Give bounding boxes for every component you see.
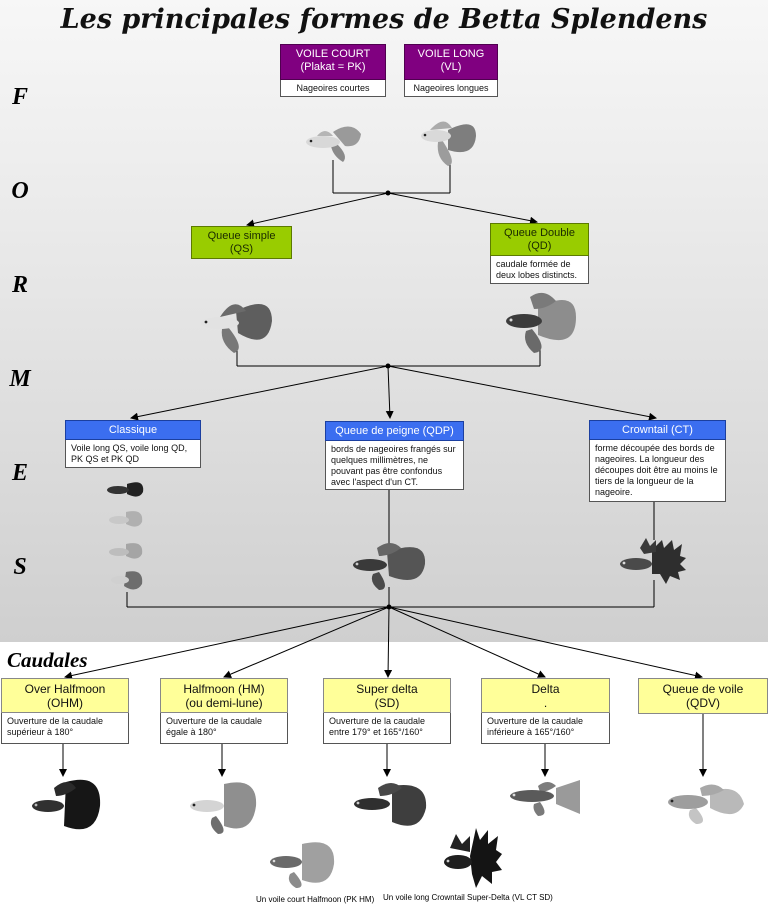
arrow-to-ohm	[64, 606, 390, 680]
betta-classique-3-icon	[109, 543, 143, 559]
sd-desc: Ouverture de la caudale entre 179° et 16…	[323, 713, 451, 744]
voile-long-desc: Nageoires longues	[404, 80, 498, 97]
caption-vl-ct-sd: Un voile long Crowntail Super-Delta (VL …	[383, 893, 553, 902]
upper-background	[0, 0, 768, 642]
arrow-to-delta	[388, 606, 546, 678]
betta-ohm-icon	[32, 779, 101, 830]
betta-peigne-icon	[353, 543, 426, 590]
caption-pk-hm: Un voile court Halfmoon (PK HM)	[256, 895, 375, 904]
queue-simple-header: Queue simple (QS)	[191, 226, 292, 259]
side-letter-f: F	[11, 84, 28, 110]
voile-long-header: VOILE LONG (VL)	[404, 44, 498, 80]
arrow-to-crowntail	[387, 365, 657, 421]
voile-court-desc: Nageoires courtes	[280, 80, 386, 97]
side-letter-o: O	[11, 178, 29, 204]
betta-qdv-icon	[668, 784, 744, 824]
betta-hm-icon	[190, 782, 257, 834]
hm-header: Halfmoon (HM) (ou demi-lune)	[160, 678, 288, 713]
crowntail-desc: forme découpée des bords de nageoires. L…	[589, 440, 726, 502]
betta-classique-4-icon	[111, 571, 143, 590]
betta-classique-1-icon	[107, 482, 144, 497]
ohm-desc: Ouverture de la caudale supérieur à 180°	[1, 713, 129, 744]
qdv-header: Queue de voile (QDV)	[638, 678, 768, 714]
peigne-desc: bords de nageoires frangés sur quelques …	[325, 441, 464, 490]
arrow-to-qs	[246, 192, 389, 228]
betta-classique-2-icon	[109, 511, 143, 527]
queue-double-header: Queue Double (QD)	[490, 223, 589, 256]
side-letter-s: S	[13, 554, 27, 580]
arrow-to-classique	[130, 365, 389, 421]
voile-court-header: VOILE COURT (Plakat = PK)	[280, 44, 386, 80]
betta-delta-icon	[510, 780, 580, 816]
side-letter-m: M	[9, 366, 31, 392]
delta-header: Delta .	[481, 678, 610, 713]
peigne-header: Queue de peigne (QDP)	[325, 421, 464, 441]
hm-desc: Ouverture de la caudale égale à 180°	[160, 713, 288, 744]
page-title: Les principales formes de Betta Splenden…	[60, 4, 708, 35]
betta-crowntail-icon	[620, 538, 686, 584]
betta-voile-long-icon	[421, 121, 476, 166]
arrow-to-peigne	[385, 365, 394, 419]
crowntail-header: Crowntail (CT)	[589, 420, 726, 440]
delta-desc: Ouverture de la caudale inférieure à 165…	[481, 713, 610, 744]
betta-plakat-icon	[306, 126, 361, 162]
caudales-label: Caudales	[7, 648, 88, 672]
side-letter-r: R	[11, 272, 28, 298]
queue-double-desc: caudale formée de deux lobes distincts.	[490, 256, 589, 284]
betta-queue-double-icon	[506, 292, 576, 353]
classique-header: Classique	[65, 420, 201, 440]
betta-pk-hm-icon	[270, 842, 335, 888]
betta-queue-simple-icon	[201, 303, 272, 353]
arrow-to-qd	[387, 192, 538, 225]
classique-desc: Voile long QS, voile long QD, PK QS et P…	[65, 440, 201, 468]
betta-sd-icon	[354, 783, 427, 826]
arrow-to-hm	[223, 606, 390, 678]
arrow-to-sd	[384, 606, 393, 678]
arrow-to-qdv	[388, 606, 703, 680]
sd-header: Super delta (SD)	[323, 678, 451, 713]
side-letter-e: E	[11, 460, 28, 486]
ohm-header: Over Halfmoon (OHM)	[1, 678, 129, 713]
betta-vl-ct-sd-icon	[444, 828, 502, 888]
